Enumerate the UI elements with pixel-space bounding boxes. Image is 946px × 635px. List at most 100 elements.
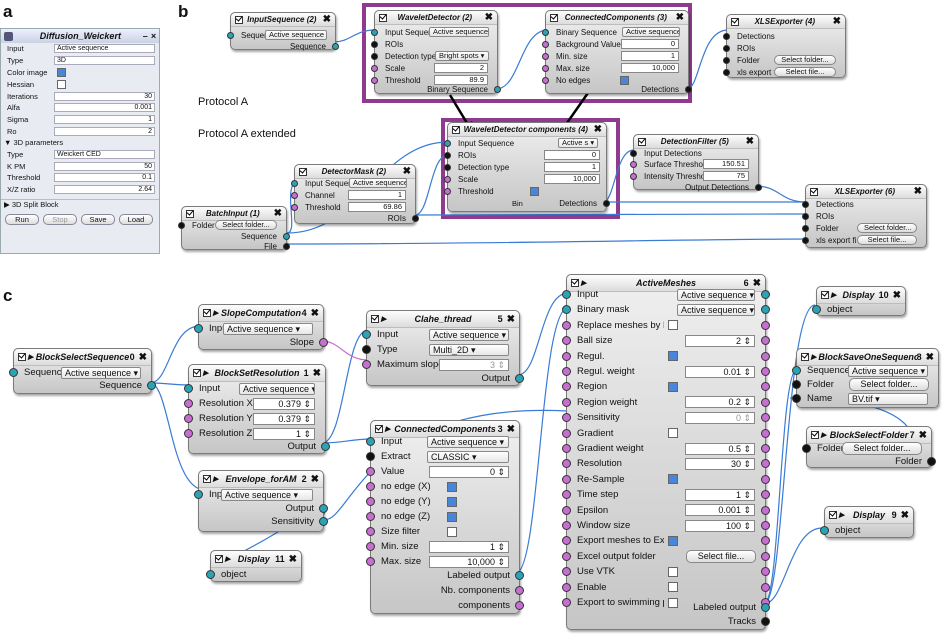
number-field[interactable]: 0 ⇕	[429, 465, 509, 478]
number-field[interactable]: 89.9	[434, 75, 488, 85]
number-field[interactable]: 0.01 ⇕	[685, 365, 755, 378]
input-port[interactable]	[562, 305, 571, 315]
checkbox-icon[interactable]	[371, 315, 379, 323]
select-field[interactable]: CLASSIC ▾	[427, 450, 509, 463]
number-field[interactable]: 1 ⇕	[253, 427, 315, 440]
select-field[interactable]: BV.tif ▾	[848, 392, 928, 405]
select-field[interactable]: Active sequence ▾	[221, 488, 313, 501]
play-icon[interactable]: ▶	[213, 310, 219, 317]
panel-number-field[interactable]: 0.001	[54, 103, 155, 113]
output-port[interactable]	[761, 336, 770, 346]
input-port[interactable]	[802, 444, 811, 453]
input-port[interactable]	[371, 64, 378, 72]
play-icon[interactable]: ▶	[203, 370, 209, 377]
load-button[interactable]: Load	[119, 213, 153, 225]
input-port[interactable]	[792, 394, 801, 403]
select-field[interactable]: Active sequence ▾	[427, 435, 509, 448]
play-icon[interactable]: ▶	[821, 432, 827, 439]
select-field[interactable]: Active sequence ▾	[239, 382, 315, 395]
select-button[interactable]: Select folder...	[774, 55, 836, 65]
input-port[interactable]	[371, 28, 378, 36]
close-icon[interactable]: ✖	[832, 16, 841, 27]
output-port[interactable]	[603, 199, 610, 207]
panel-checkbox[interactable]	[57, 67, 66, 77]
input-port[interactable]	[630, 149, 637, 157]
checkbox[interactable]	[668, 474, 678, 485]
select-field[interactable]: Active sequence ▾	[223, 322, 313, 335]
input-port[interactable]	[562, 459, 571, 469]
output-port[interactable]	[515, 571, 524, 580]
output-port[interactable]	[761, 617, 770, 626]
input-port[interactable]	[371, 76, 378, 84]
output-port[interactable]	[283, 232, 290, 240]
close-icon[interactable]: ✖	[745, 136, 754, 147]
output-port[interactable]	[515, 601, 524, 610]
output-port[interactable]	[283, 242, 290, 250]
select-button[interactable]: Select folder...	[842, 442, 922, 455]
checkbox-icon[interactable]	[186, 209, 194, 218]
number-field[interactable]: 1 ⇕	[685, 488, 755, 501]
checkbox[interactable]	[447, 481, 457, 492]
input-port[interactable]	[9, 368, 18, 377]
output-port[interactable]	[761, 413, 770, 423]
input-port[interactable]	[792, 380, 801, 389]
close-icon[interactable]: ✖	[593, 124, 602, 135]
input-port[interactable]	[562, 290, 571, 299]
input-port[interactable]	[562, 413, 571, 423]
input-port[interactable]	[802, 200, 809, 208]
checkbox[interactable]	[447, 526, 457, 537]
input-port[interactable]	[366, 527, 375, 536]
close-icon[interactable]: ✖	[273, 208, 282, 219]
output-port[interactable]	[412, 214, 419, 222]
run-button[interactable]: Run	[5, 213, 39, 225]
input-port[interactable]	[194, 490, 203, 499]
output-port[interactable]	[319, 517, 328, 526]
input-port[interactable]	[184, 414, 193, 423]
output-port[interactable]	[761, 474, 770, 484]
input-port[interactable]	[366, 512, 375, 521]
checkbox[interactable]	[447, 496, 457, 507]
panel-number-field[interactable]: 1	[54, 115, 155, 125]
checkbox-icon[interactable]	[18, 353, 26, 361]
close-icon[interactable]: ✖	[918, 429, 927, 441]
checkbox-icon[interactable]	[811, 431, 819, 439]
close-icon[interactable]: ✖	[675, 12, 684, 23]
input-port[interactable]	[184, 399, 193, 408]
input-port[interactable]	[542, 28, 549, 36]
select-button[interactable]: Select file...	[774, 67, 836, 77]
select-button[interactable]: Select file...	[686, 549, 756, 563]
number-field[interactable]: 75	[703, 171, 749, 181]
output-port[interactable]	[319, 338, 328, 347]
panel-number-field[interactable]: 0.1	[54, 173, 155, 183]
input-port[interactable]	[562, 336, 571, 346]
input-port[interactable]	[444, 139, 451, 147]
select-field[interactable]: Active sequence ▾	[349, 178, 407, 188]
play-icon[interactable]: ▶	[381, 316, 387, 323]
close-icon[interactable]: ✖	[484, 12, 493, 23]
close-icon[interactable]: ✖	[310, 307, 319, 319]
stop-button[interactable]: Stop	[43, 213, 77, 225]
input-port[interactable]	[366, 437, 375, 446]
close-icon[interactable]: ✖	[322, 14, 331, 25]
close-icon[interactable]: ✖	[752, 277, 761, 289]
output-port[interactable]	[515, 586, 524, 595]
number-field[interactable]: 0.2 ⇕	[685, 396, 755, 409]
input-port[interactable]	[723, 56, 730, 64]
checkbox[interactable]	[668, 566, 678, 577]
input-port[interactable]	[562, 505, 571, 515]
input-port[interactable]	[366, 452, 375, 461]
checkbox[interactable]	[668, 535, 678, 546]
number-field[interactable]: 1	[348, 190, 406, 200]
output-port[interactable]	[761, 603, 770, 612]
max-size-field[interactable]: 10,000	[544, 174, 600, 184]
min-size-field[interactable]: 1	[544, 162, 600, 172]
play-icon[interactable]: ▶	[839, 512, 845, 519]
number-field[interactable]: 10,000 ⇕	[429, 555, 509, 568]
close-icon[interactable]: ×	[150, 31, 156, 41]
play-icon[interactable]: ▶	[385, 426, 391, 433]
output-port[interactable]	[761, 320, 770, 330]
select-field[interactable]: Active sequence ▾	[622, 27, 680, 37]
checkbox[interactable]	[668, 582, 678, 593]
number-field[interactable]: 0.379 ⇕	[253, 412, 315, 425]
select-button[interactable]: Select folder...	[215, 220, 277, 230]
